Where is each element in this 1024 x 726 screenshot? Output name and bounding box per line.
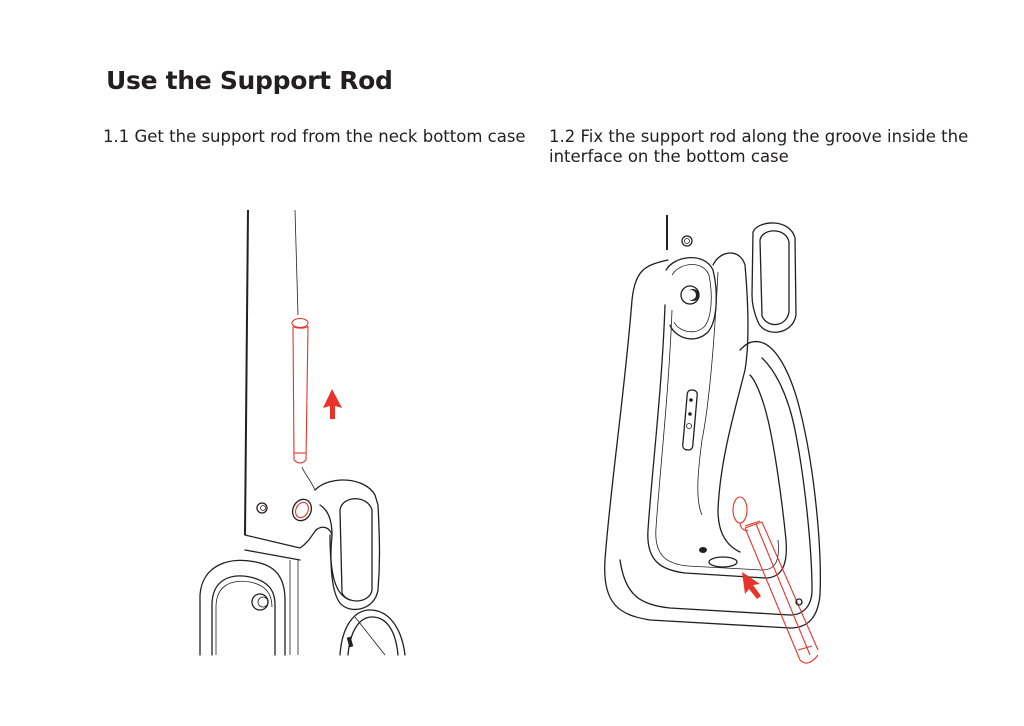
lower-right-loop [339, 609, 406, 656]
step-1-illustration [190, 205, 420, 660]
small-screw [256, 502, 268, 514]
lower-left-loop [199, 559, 286, 656]
step-2-caption: 1.2 Fix the support rod along the groove… [549, 127, 969, 166]
outer-frame [604, 259, 821, 629]
rod-slot [291, 498, 313, 522]
page-title: Use the Support Rod [106, 66, 393, 95]
neck-bottom-case-drawing [199, 209, 406, 656]
support-rod [291, 317, 309, 464]
rod-groove-target [732, 496, 748, 524]
knurled-knob [251, 593, 269, 611]
top-screw [681, 235, 693, 247]
up-arrow-icon [323, 389, 342, 419]
bottom-case-drawing [604, 215, 821, 664]
rod-top-cap [291, 317, 309, 329]
neck-left-edge [244, 209, 249, 536]
support-rod [732, 496, 819, 664]
inner-frame [647, 304, 788, 579]
button-panel [682, 389, 698, 451]
neck-groove-line [294, 209, 299, 316]
oval-handle [314, 479, 381, 611]
top-oval-handle [751, 222, 797, 333]
step-2-illustration [590, 210, 830, 670]
up-left-arrow-icon [742, 572, 761, 599]
step-1-caption: 1.1 Get the support rod from the neck bo… [103, 127, 526, 146]
center-column [712, 252, 749, 553]
bottom-socket [708, 556, 738, 568]
